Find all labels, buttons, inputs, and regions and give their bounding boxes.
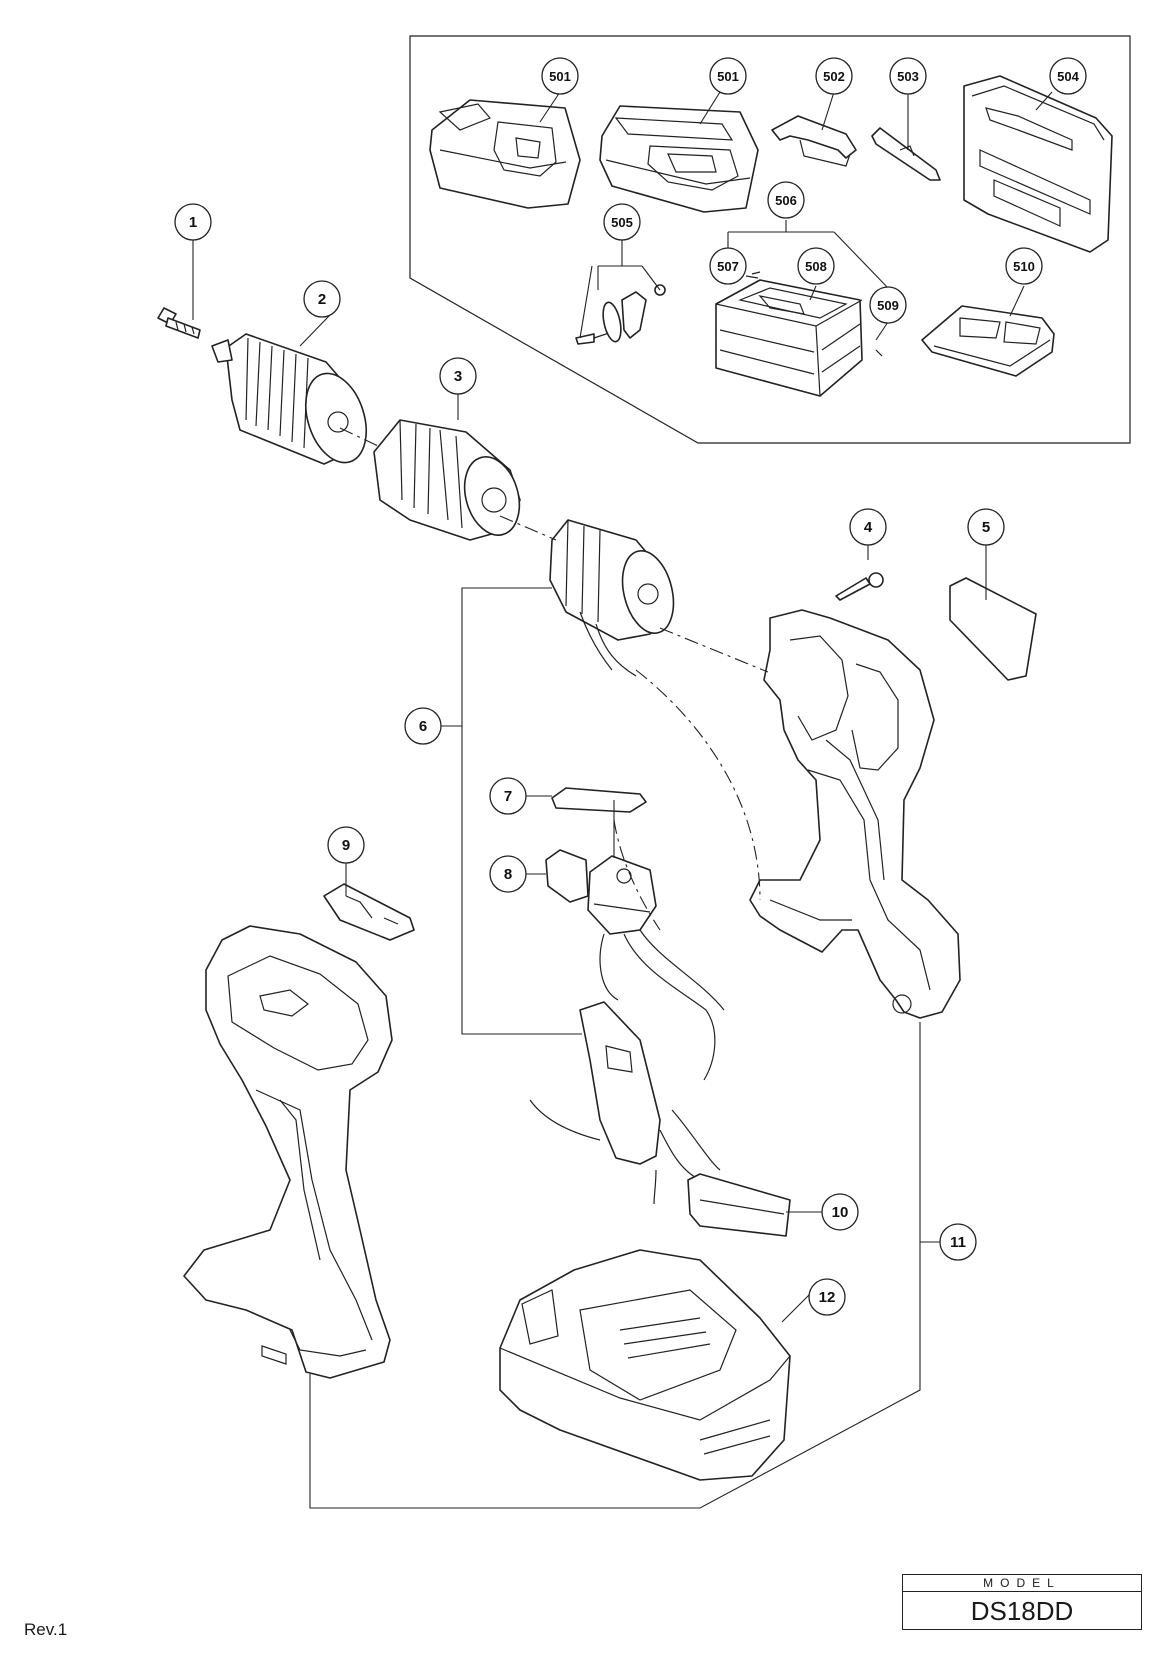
callout-10-label: 10 [832,1204,849,1221]
callout-1-label: 1 [189,214,197,231]
callout-11-label: 11 [950,1234,966,1251]
side-handle-parts [575,284,666,345]
accessories-frame [409,35,1131,444]
case-insert [921,305,1055,377]
callout-501b: 501 [709,57,747,95]
callout-508-label: 508 [805,259,827,274]
callout-2-label: 2 [318,291,326,308]
switch-cover [323,883,415,941]
callout-507-label: 507 [717,259,739,274]
callout-503: 503 [889,57,927,95]
callout-3: 3 [439,357,477,395]
callout-9-label: 9 [342,837,350,854]
drill-chuck [211,333,367,465]
callout-9: 9 [327,826,365,864]
callout-4-label: 4 [864,519,873,536]
callout-501b-label: 501 [717,69,739,84]
callout-504: 504 [1049,57,1087,95]
callout-507: 507 [709,247,747,285]
callout-7: 7 [489,777,527,815]
leader-lines [192,91,1053,1509]
callout-509-label: 509 [877,298,899,313]
tapping-screw [835,572,884,601]
name-plate [949,577,1037,681]
motor-assembly [549,519,675,677]
model-number: DS18DD [970,1596,1074,1626]
housing-left [183,925,393,1379]
driver-bit [871,127,941,181]
callout-502-label: 502 [823,69,845,84]
revision-label: Rev.1 [24,1620,68,1639]
battery [499,1249,791,1481]
callout-2: 2 [303,280,341,318]
systainer-case [715,271,883,397]
callout-12-label: 12 [819,1289,836,1306]
housing-right [749,609,961,1019]
callout-505-label: 505 [611,215,633,230]
forward-reverse-button [551,787,647,813]
callout-503-label: 503 [897,69,919,84]
callout-501a-label: 501 [549,69,571,84]
callout-502: 502 [815,57,853,95]
switch [545,849,657,935]
callout-10: 10 [821,1193,859,1231]
callout-4: 4 [849,508,887,546]
callout-5-label: 5 [982,519,990,536]
callout-505: 505 [603,203,641,241]
callout-506: 506 [767,181,805,219]
charger-b [599,105,759,213]
belt-hook [771,115,857,167]
callout-1: 1 [174,203,212,241]
carrying-case [963,75,1113,253]
left-hand-screw [157,307,201,339]
callout-8: 8 [489,855,527,893]
callout-12: 12 [808,1278,846,1316]
terminal [687,1173,791,1237]
controller-and-wires [529,929,725,1205]
callout-8-label: 8 [504,866,512,883]
callout-5: 5 [967,508,1005,546]
callout-509: 509 [869,286,907,324]
callout-3-label: 3 [454,368,462,385]
callout-510: 510 [1005,247,1043,285]
callout-6-label: 6 [419,718,427,735]
callout-7-label: 7 [504,788,512,805]
callout-508: 508 [797,247,835,285]
callout-501a: 501 [541,57,579,95]
gear-box [373,419,521,541]
charger-a [429,99,581,209]
callout-506-label: 506 [775,193,797,208]
model-label: MODEL [903,1575,1141,1592]
model-box: MODEL DS18DD [902,1574,1142,1630]
callout-510-label: 510 [1013,259,1035,274]
callout-504-label: 504 [1057,69,1079,84]
callout-6: 6 [404,707,442,745]
callout-11: 11 [939,1223,977,1261]
